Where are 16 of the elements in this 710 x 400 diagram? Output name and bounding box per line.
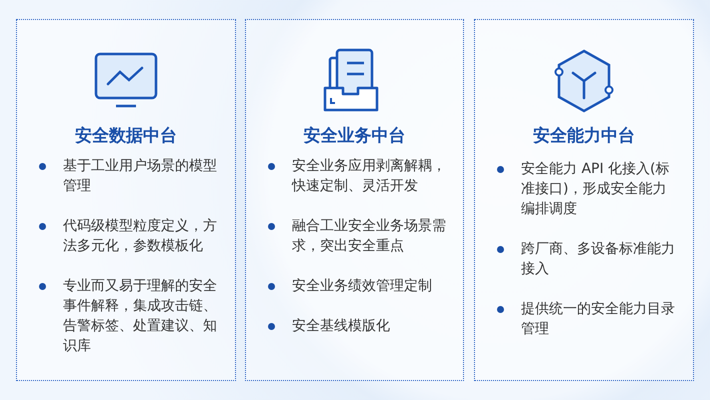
- bullet-text: 安全能力 API 化接入(标准接口)，形成安全能力编排调度: [521, 160, 671, 219]
- bullet-text: 提供统一的安全能力目录管理: [521, 300, 676, 339]
- bullet-text: 安全基线模版化: [292, 317, 391, 336]
- bullet-text: 跨厂商、多设备标准能力接入: [521, 240, 676, 279]
- panel-card: [16, 19, 236, 381]
- bullet-text: 安全业务绩效管理定制: [292, 277, 433, 296]
- bullet-text: 专业而又易于理解的安全事件解释，集成攻击链、告警标签、处置建议、知识库: [63, 277, 218, 356]
- bullet-text: 代码级模型粒度定义，方法多元化，参数模板化: [63, 217, 218, 256]
- panel-title: 安全能力中台: [532, 125, 636, 147]
- bullet-text: 基于工业用户场景的模型管理: [63, 157, 218, 196]
- panel-title: 安全数据中台: [74, 125, 178, 147]
- panel-card: [474, 19, 694, 381]
- bullet-text: 安全业务应用剥离解耦，快速定制、灵活开发: [292, 157, 447, 196]
- bullet-text: 融合工业安全业务场景需求，突出安全重点: [292, 217, 447, 256]
- panel-title: 安全业务中台: [302, 125, 406, 147]
- panel-card: [245, 19, 464, 381]
